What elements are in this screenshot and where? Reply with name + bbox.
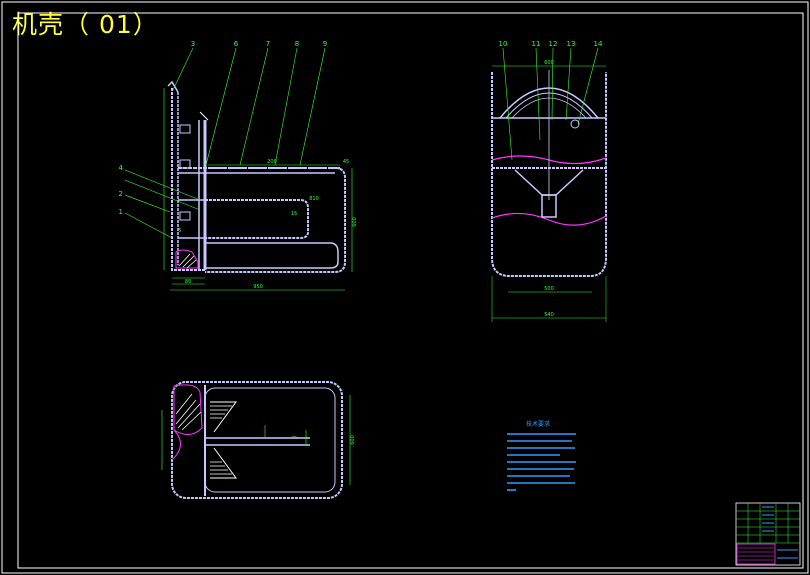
side-outer [491, 72, 607, 277]
label-14: 14 [594, 40, 603, 48]
tech-notes-text [507, 433, 576, 491]
inner-border [17, 12, 804, 569]
front-bracket-1 [179, 124, 191, 134]
dim-200: 200 [267, 159, 277, 165]
tech-notes: 技术要求 [507, 420, 576, 491]
dim-600: 600 [352, 217, 358, 227]
plan-section-hatch [173, 384, 203, 435]
side-view: 10 11 12 13 14 600 500 540 [491, 40, 607, 322]
front-bracket-3 [179, 211, 191, 221]
title-block-frame [735, 502, 801, 566]
dim-side-540: 540 [544, 312, 554, 318]
side-knob [570, 119, 580, 129]
front-view: 3 6 7 8 9 4 2 1 950 200 45 810 600 80 5 … [119, 40, 358, 291]
front-foot-hatch [175, 249, 199, 269]
dim-plan-600: 600 [350, 435, 356, 445]
label-11: 11 [532, 40, 541, 48]
plan-view: 600 [161, 381, 356, 499]
plan-outer [171, 381, 343, 499]
side-leaders [502, 47, 599, 161]
title-block-name-cell [736, 543, 776, 565]
front-foot-lines [178, 253, 197, 269]
dim-80: 80 [185, 279, 191, 285]
title-block-grid [736, 503, 800, 544]
plan-inner [204, 387, 336, 493]
label-10: 10 [499, 40, 508, 48]
plan-lower-bracket [210, 447, 237, 479]
label-7: 7 [266, 40, 270, 48]
front-bracket-2 [179, 159, 191, 169]
side-wave-bottom [491, 212, 607, 226]
label-3: 3 [191, 40, 195, 48]
front-lower-tray [205, 242, 339, 269]
label-12: 12 [549, 40, 558, 48]
label-2: 2 [119, 190, 123, 198]
plan-upper-bracket [210, 401, 237, 433]
label-9: 9 [323, 40, 327, 48]
label-8: 8 [295, 40, 299, 48]
dim-950: 950 [253, 284, 263, 290]
plan-leaders [264, 425, 307, 445]
dim-810: 810 [309, 196, 319, 202]
tech-notes-title: 技术要求 [526, 420, 550, 428]
drawing-title: 机壳（ 01） [12, 10, 159, 39]
plan-upper-teeth [210, 405, 232, 419]
label-4: 4 [119, 164, 124, 172]
title-block-text [762, 506, 798, 559]
front-handle [199, 111, 209, 121]
plan-hatch-lines [175, 393, 202, 431]
front-leaders [124, 47, 326, 239]
dim-side-500: 500 [544, 286, 554, 292]
title-block [735, 502, 801, 566]
dim-5: 5 [178, 228, 181, 234]
front-outer-wall [171, 88, 346, 273]
plan-curve [171, 429, 181, 461]
dim-15: 15 [291, 211, 297, 217]
dim-45: 45 [343, 159, 349, 165]
label-13: 13 [567, 40, 576, 48]
label-1: 1 [119, 208, 123, 216]
dim-side-600: 600 [544, 60, 554, 66]
front-top-cap [167, 80, 179, 93]
front-middle-shelf [205, 199, 309, 239]
title-block-fill [738, 547, 774, 561]
plan-lower-teeth [210, 461, 232, 475]
label-6: 6 [234, 40, 239, 48]
